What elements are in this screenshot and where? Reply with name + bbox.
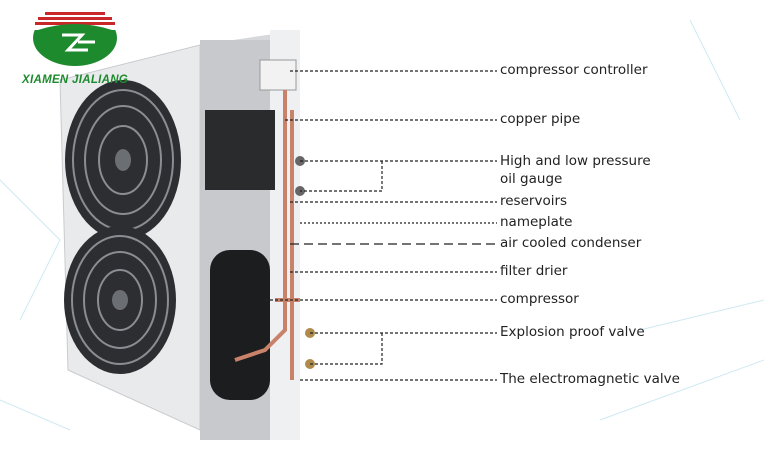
label-nameplate: nameplate xyxy=(500,214,573,230)
fan-bottom xyxy=(64,226,176,374)
logo-text: XIAMEN JIALIANG xyxy=(22,74,129,86)
background-network xyxy=(0,19,764,431)
compressor xyxy=(210,250,270,400)
label-reservoirs: reservoirs xyxy=(500,193,568,209)
leader-lines xyxy=(265,70,497,381)
label-compressor: compressor xyxy=(500,291,579,307)
label-air-cooled-condenser: air cooled condenser xyxy=(500,235,642,251)
label-copper-pipe: copper pipe xyxy=(500,111,581,127)
label-compressor-controller: compressor controller xyxy=(500,62,648,78)
controller-box xyxy=(205,110,275,190)
fan-top xyxy=(65,80,181,240)
label-explosion-proof-valve: Explosion proof valve xyxy=(500,324,645,340)
label-electromagnetic-valve: The electromagnetic valve xyxy=(500,371,680,387)
label-pressure-gauge-line1: High and low pressure xyxy=(500,153,651,169)
unit-body xyxy=(59,30,315,440)
label-pressure-gauge-line2: oil gauge xyxy=(500,171,563,187)
logo-emblem xyxy=(33,10,117,66)
label-filter-drier: filter drier xyxy=(500,263,568,279)
